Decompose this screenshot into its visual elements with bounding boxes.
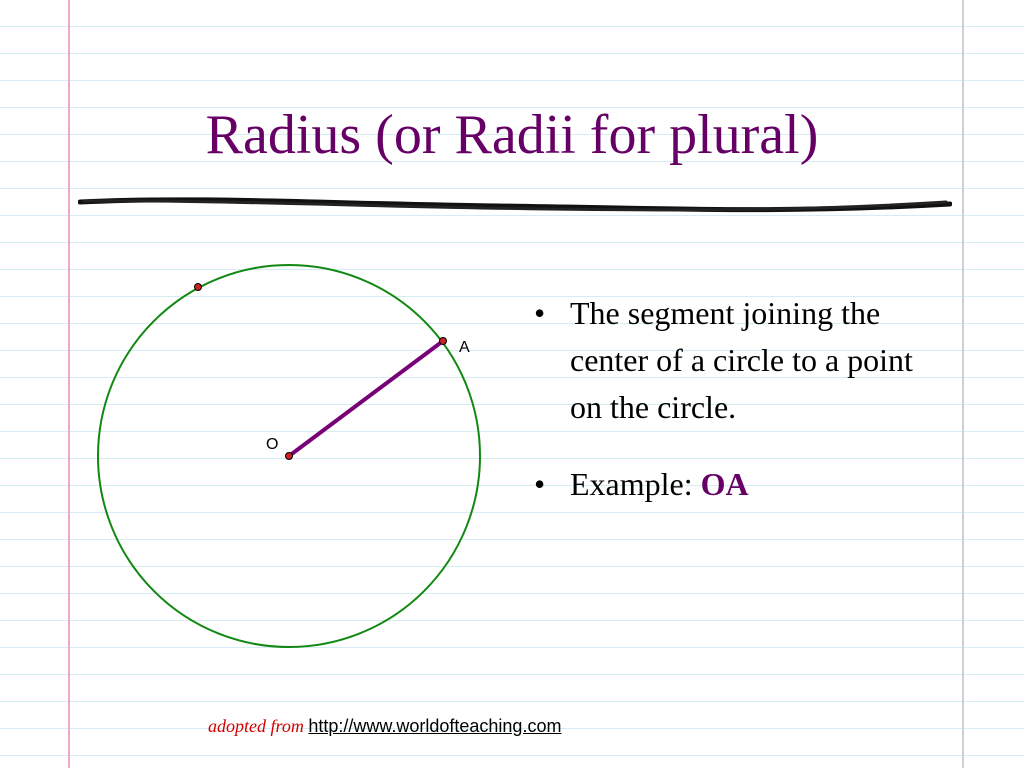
bullet-definition-text: The segment joining the center of a circ…: [570, 295, 913, 425]
circle: [97, 264, 481, 648]
radius-segment-oa: [287, 339, 445, 458]
title-underline-stroke: [78, 197, 952, 213]
footer-prefix: adopted from: [208, 716, 304, 736]
notebook-margin-line: [68, 0, 70, 768]
footer-credit: adopted from http://www.worldofteaching.…: [208, 714, 561, 738]
point-a-label: A: [459, 339, 470, 356]
worldofteaching-link[interactable]: http://www.worldofteaching.com: [308, 716, 562, 736]
slide-title: Radius (or Radii for plural): [205, 104, 819, 166]
notebook-right-rule: [962, 0, 964, 768]
bullet-example-label: Example:: [570, 466, 701, 502]
bullet-list: The segment joining the center of a circ…: [530, 290, 950, 508]
point-on-circle-top: [194, 283, 202, 291]
point-o-label: O: [266, 436, 278, 453]
bullet-definition: The segment joining the center of a circ…: [530, 290, 950, 431]
point-a: [439, 337, 447, 345]
bullet-example: Example: OA: [530, 461, 950, 508]
example-value: OA: [700, 466, 749, 502]
point-o: [285, 452, 293, 460]
